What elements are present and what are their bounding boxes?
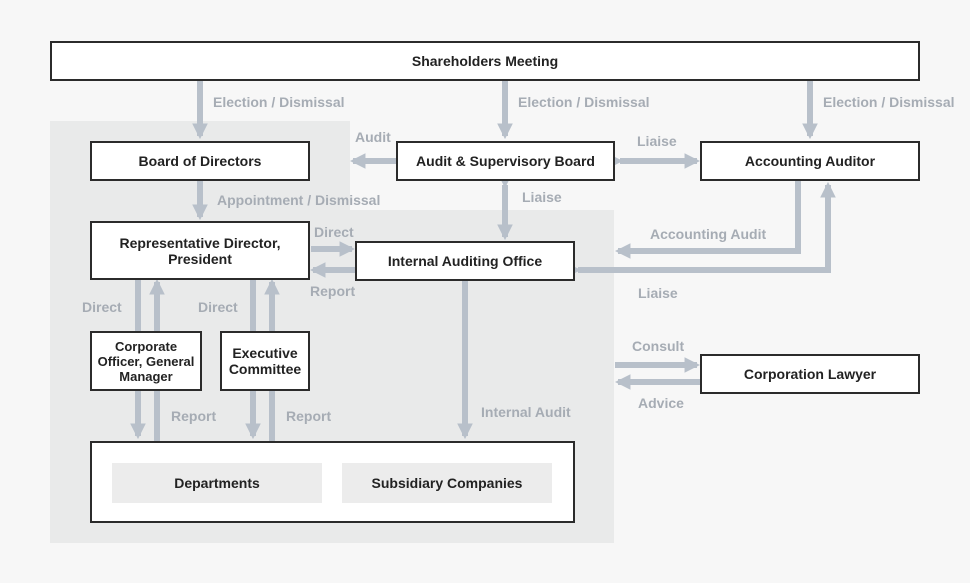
- label-direct-top: Direct: [314, 224, 354, 240]
- label-report-left1: Report: [171, 408, 217, 424]
- subsidiary-companies-box: Subsidiary Companies: [342, 463, 552, 503]
- label-report-top: Report: [310, 283, 356, 299]
- corporate-officer-box: Corporate Officer, General Manager: [90, 331, 202, 391]
- board-of-directors-box: Board of Directors: [90, 141, 310, 181]
- label-election-board: Election / Dismissal: [213, 94, 345, 110]
- label-liaise-right: Liaise: [638, 285, 678, 301]
- shareholders-meeting-box: Shareholders Meeting: [50, 41, 920, 81]
- representative-director-box: Representative Director, President: [90, 221, 310, 280]
- departments-container: Departments Subsidiary Companies: [90, 441, 575, 523]
- label-internal-audit: Internal Audit: [481, 404, 571, 420]
- label-direct-left2: Direct: [198, 299, 238, 315]
- label-election-audit-board: Election / Dismissal: [518, 94, 650, 110]
- label-consult: Consult: [632, 338, 685, 354]
- label-advice: Advice: [638, 395, 684, 411]
- corporation-lawyer-box: Corporation Lawyer: [700, 354, 920, 394]
- label-audit: Audit: [355, 129, 391, 145]
- audit-supervisory-board-box: Audit & Supervisory Board: [396, 141, 615, 181]
- arrow-liaise-right: [565, 181, 836, 278]
- departments-box: Departments: [112, 463, 322, 503]
- label-election-accounting: Election / Dismissal: [823, 94, 955, 110]
- label-liaise-mid: Liaise: [522, 189, 562, 205]
- label-liaise-top: Liaise: [637, 133, 677, 149]
- label-report-left2: Report: [286, 408, 332, 424]
- label-accounting-audit: Accounting Audit: [650, 226, 767, 242]
- label-direct-left1: Direct: [82, 299, 122, 315]
- accounting-auditor-box: Accounting Auditor: [700, 141, 920, 181]
- label-appointment: Appointment / Dismissal: [217, 192, 381, 208]
- internal-auditing-office-box: Internal Auditing Office: [355, 241, 575, 281]
- executive-committee-box: Executive Committee: [220, 331, 310, 391]
